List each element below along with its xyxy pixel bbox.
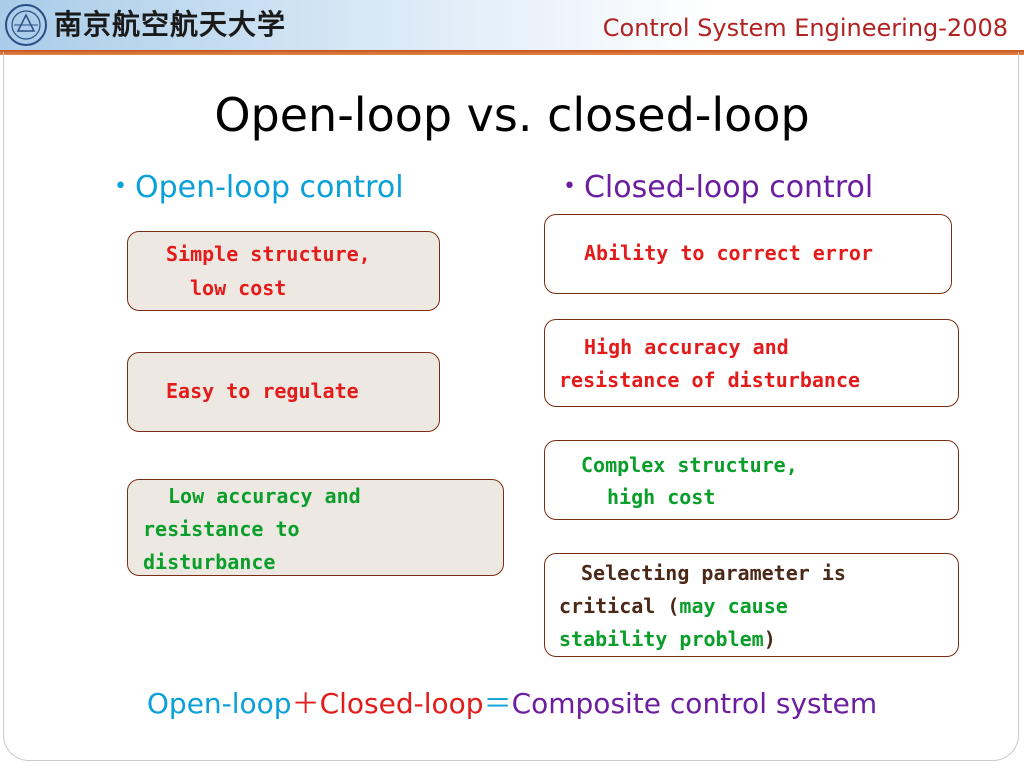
header-band [0,0,1024,50]
box-text-line: low cost [190,276,287,300]
university-seal-icon [5,4,47,46]
open-loop-heading-text: Open-loop control [134,170,404,205]
open-loop-disadvantage-box: Low accuracy and resistance to disturban… [127,479,504,576]
open-loop-heading: • Open-loop control [114,170,404,205]
slide-frame [3,52,1019,761]
box-text-line: stability problem) [559,623,776,656]
closed-loop-advantage-box: High accuracy and resistance of disturba… [544,319,959,407]
closed-loop-disadvantage-box: Selecting parameter is critical (may cau… [544,553,959,657]
box-text-line: Simple structure, [166,242,371,266]
box-text-part: ) [763,627,776,651]
box-text-line: Low accuracy and [168,484,361,508]
composite-equation: Open-loop＋Closed-loop＝Composite control … [0,682,1024,722]
university-name: 南京航空航天大学 [54,8,287,41]
closed-loop-heading: • Closed-loop control [563,170,873,205]
box-text-line: resistance of disturbance [559,368,861,392]
box-text-line: High accuracy and [584,335,789,359]
box-text-line: Selecting parameter is [581,561,846,585]
bullet-icon: • [563,174,576,199]
box-text-line: critical (may cause [559,590,788,623]
box-text-line: Easy to regulate [166,379,359,403]
equation-plus: ＋ [291,687,320,720]
box-text-line: Ability to correct error [584,241,873,265]
equation-equals: ＝ [483,687,512,720]
box-text-line: high cost [607,485,716,509]
box-text-highlight: stability problem [559,627,764,651]
closed-loop-heading-text: Closed-loop control [583,170,874,205]
box-text-line: resistance to [143,517,300,541]
equation-open-loop: Open-loop [146,687,292,720]
slide-title: Open-loop vs. closed-loop [214,88,810,142]
box-text-line: disturbance [143,550,276,574]
box-text-line: Complex structure, [581,453,798,477]
closed-loop-advantage-box: Ability to correct error [544,214,952,294]
closed-loop-disadvantage-box: Complex structure, high cost [544,440,959,520]
equation-composite: Composite control system [511,687,878,720]
box-text-part: critical ( [559,594,680,618]
header-rule [0,50,1024,55]
box-text-highlight: may cause [679,594,788,618]
bullet-icon: • [114,174,127,199]
open-loop-advantage-box: Easy to regulate [127,352,440,432]
open-loop-advantage-box: Simple structure, low cost [127,231,440,311]
equation-closed-loop: Closed-loop [319,687,484,720]
course-title: Control System Engineering-2008 [602,14,1008,42]
